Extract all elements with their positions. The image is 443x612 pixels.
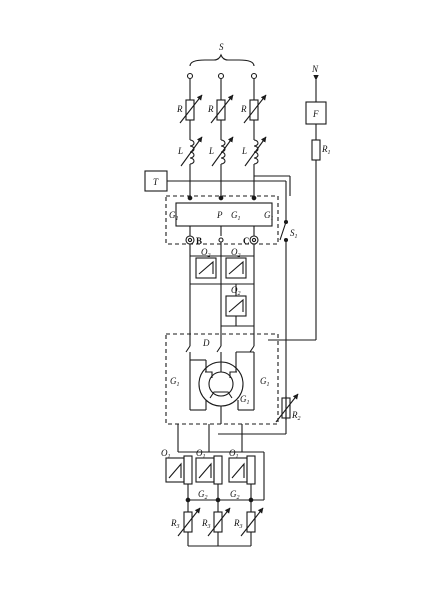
label-g1-left-lower: G1 [170,376,180,388]
label-r3-right: R3 [233,518,243,530]
label-r2: R2 [291,410,301,422]
label-o2-lower: O2 [231,285,241,297]
label-b: B [196,236,202,246]
label-o2-left: O2 [201,247,211,259]
label-r-phase-2: R [207,104,214,114]
supply-brace [189,53,255,67]
label-r-phase-3: R [240,104,247,114]
variable-inductors-l [180,136,267,167]
label-o1-left: O1 [161,448,171,460]
motor-symbol [189,352,255,424]
label-g2-right: G2 [230,489,240,501]
label-f: F [312,109,319,119]
labels: S N F R1 T R R R L L L P G1 G1 G1 S1 B C… [153,42,331,530]
label-o1-mid: O1 [196,448,206,460]
label-l-phase-2: L [208,146,214,156]
enclosure-g1-lower [165,333,279,425]
switch-s1 [279,221,287,241]
resistor-r1 [311,139,321,161]
connectors-b-c [185,235,259,245]
label-g1-right-upper: G1 [264,210,274,222]
block-p [175,202,273,227]
label-s: S [219,42,224,52]
label-g1-right-lower: G1 [260,376,270,388]
label-r1: R1 [321,144,331,156]
variable-resistors-r3 [177,507,264,537]
label-l-phase-1: L [177,146,183,156]
oscillator-blocks-o1 [165,455,256,485]
label-r-phase-1: R [176,104,183,114]
label-r3-left: R3 [170,518,180,530]
label-p: P [216,210,223,220]
label-g1-center-lower: G1 [240,394,250,406]
label-l-phase-3: L [241,146,247,156]
wiring [144,53,327,547]
label-o1-right: O1 [229,448,239,460]
label-n: N [311,64,319,74]
label-g2-left: G2 [198,489,208,501]
label-g1-mid-upper: G1 [231,210,241,222]
label-t: T [153,177,159,187]
contacts-d [185,340,255,361]
label-d: D [202,338,210,348]
label-s1: S1 [290,228,298,240]
enclosure-g1-upper [165,195,279,245]
label-c: C [243,236,250,246]
label-o2-right: O2 [231,247,241,259]
label-r3-mid: R3 [201,518,211,530]
variable-resistors-r [179,94,267,124]
label-g1-left-upper: G1 [169,210,179,222]
supply-terminals [186,72,258,80]
